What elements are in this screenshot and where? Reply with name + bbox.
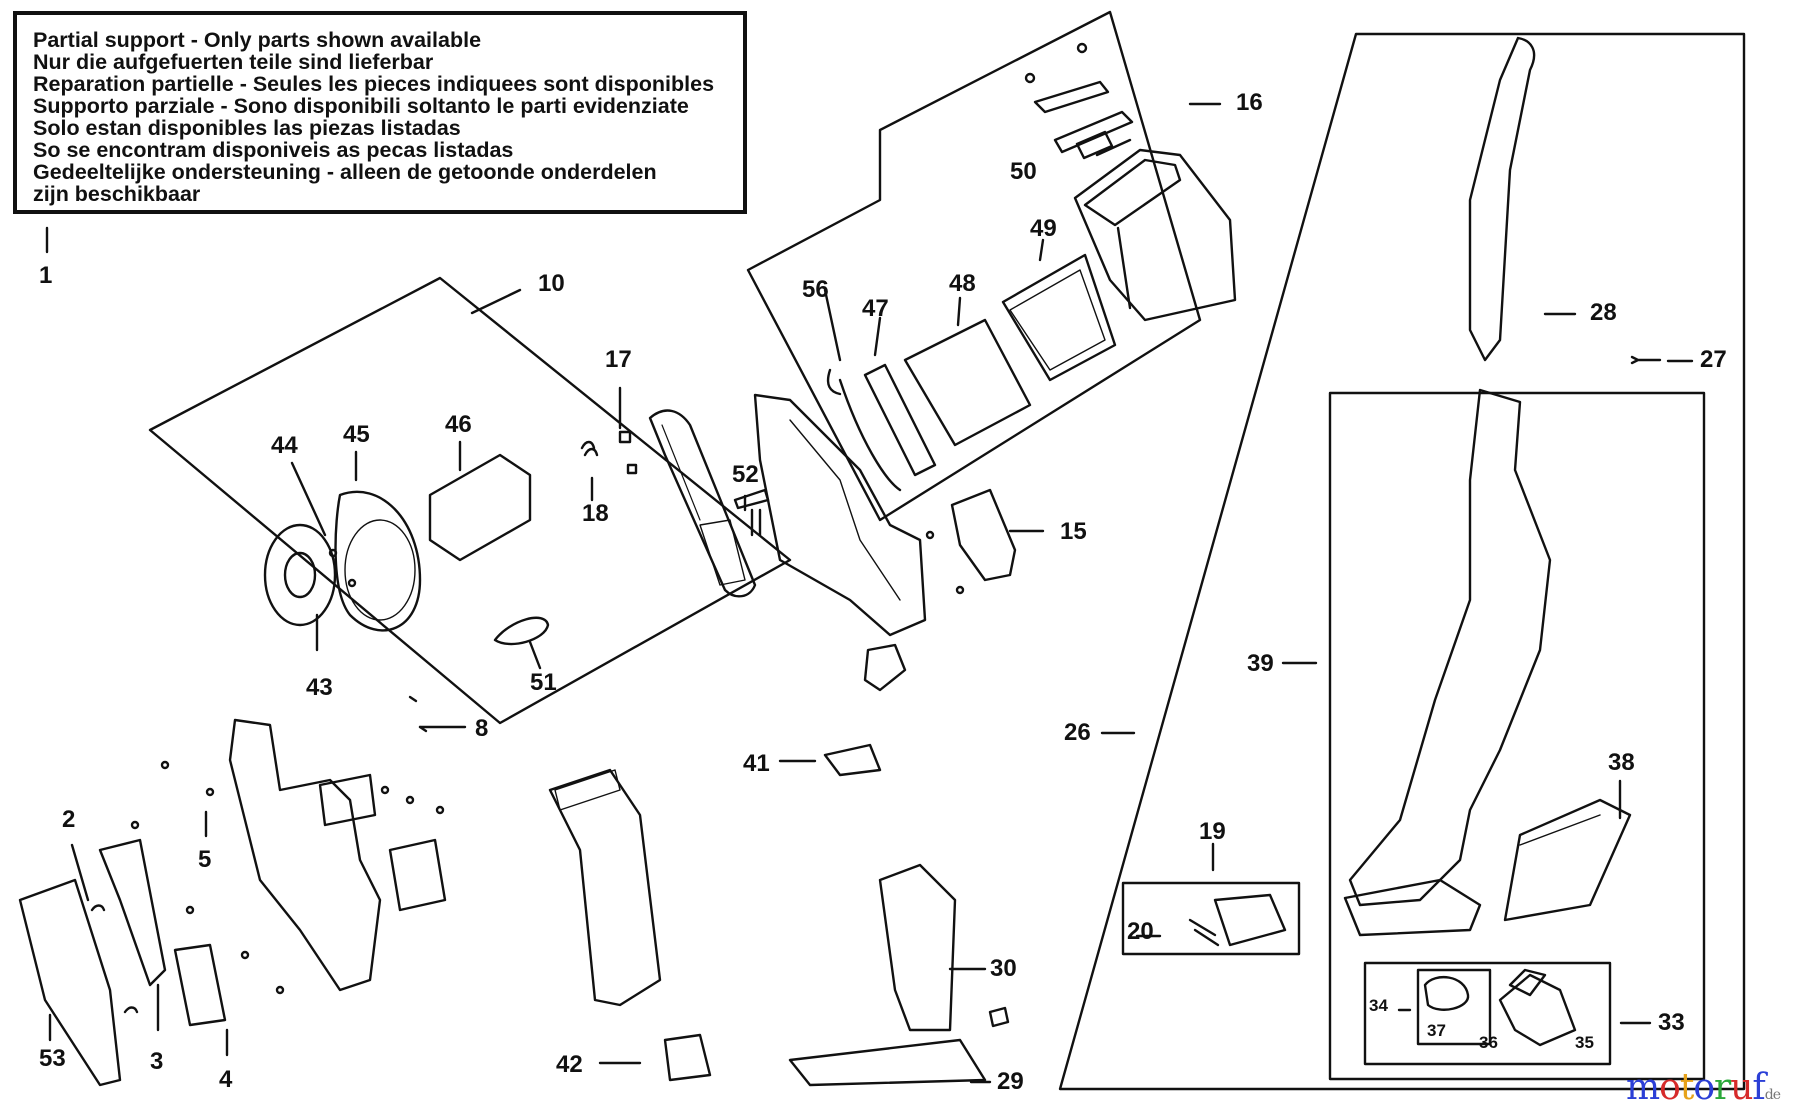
- notice-line: Supporto parziale - Sono disponibili sol…: [33, 94, 689, 118]
- part-label-18: 18: [582, 500, 609, 527]
- watermark-suffix: de: [1764, 1087, 1781, 1103]
- notice-line: Partial support - Only parts shown avail…: [33, 28, 482, 52]
- watermark-letter: m: [1626, 1067, 1660, 1108]
- part-label-19: 19: [1199, 818, 1226, 845]
- part-label-34: 34: [1369, 996, 1388, 1015]
- watermark-letter: u: [1730, 1067, 1753, 1108]
- group-39-frame: [1328, 391, 1706, 1081]
- part-label-45: 45: [343, 421, 370, 448]
- part-label-49: 49: [1030, 215, 1057, 242]
- notice-line: Solo estan disponibles las piezas listad…: [33, 116, 461, 140]
- watermark-letter: t: [1679, 1067, 1695, 1108]
- group-19-frame: [1121, 881, 1301, 956]
- part-label-35: 35: [1575, 1033, 1594, 1052]
- part-label-30: 30: [990, 955, 1017, 982]
- part-label-42: 42: [556, 1051, 583, 1078]
- part-label-46: 46: [445, 411, 472, 438]
- part-label-1: 1: [39, 262, 53, 289]
- watermark-letter: r: [1714, 1067, 1731, 1108]
- part-label-38: 38: [1608, 749, 1635, 776]
- part-label-36: 36: [1479, 1033, 1498, 1052]
- availability-notice: Partial support - Only parts shown avail…: [13, 11, 747, 214]
- part-label-48: 48: [949, 270, 976, 297]
- group-16-frame: [746, 10, 1202, 522]
- watermark-letter: o: [1659, 1067, 1681, 1108]
- part-label-53: 53: [39, 1045, 66, 1072]
- part-label-27: 27: [1700, 346, 1727, 373]
- watermark-letter: o: [1693, 1067, 1715, 1108]
- watermark-logo: motorufde: [1626, 1067, 1781, 1108]
- part-label-41: 41: [743, 750, 770, 777]
- part-label-8: 8: [475, 715, 489, 742]
- group-10-frame: [148, 276, 792, 725]
- part-label-52: 52: [732, 461, 759, 488]
- part-label-4: 4: [219, 1066, 233, 1093]
- notice-line: So se encontram disponiveis as pecas lis…: [33, 138, 514, 162]
- part-label-26: 26: [1064, 719, 1091, 746]
- group-33-frame: [1363, 961, 1612, 1066]
- part-label-29: 29: [997, 1068, 1024, 1095]
- group-26-frame: [1058, 32, 1746, 1091]
- part-label-51: 51: [530, 669, 557, 696]
- part-label-28: 28: [1590, 299, 1617, 326]
- notice-line: Nur die aufgefuerten teile sind lieferba…: [33, 50, 434, 74]
- part-label-2: 2: [62, 806, 76, 833]
- part-label-5: 5: [198, 846, 212, 873]
- notice-line: Gedeeltelijke ondersteuning - alleen de …: [33, 160, 657, 184]
- part-label-20: 20: [1127, 918, 1154, 945]
- part-label-44: 44: [271, 432, 298, 459]
- part-label-56: 56: [802, 276, 829, 303]
- part-label-50: 50: [1010, 158, 1037, 185]
- part-label-47: 47: [862, 295, 889, 322]
- part-label-43: 43: [306, 674, 333, 701]
- part-label-3: 3: [150, 1048, 164, 1075]
- watermark-letter: f: [1752, 1067, 1765, 1108]
- part-label-39: 39: [1247, 650, 1274, 677]
- part-label-16: 16: [1236, 89, 1263, 116]
- part-label-17: 17: [605, 346, 632, 373]
- part-label-33: 33: [1658, 1009, 1685, 1036]
- part-label-10: 10: [538, 270, 565, 297]
- watermark-text: motoruf: [1626, 1067, 1766, 1108]
- notice-line: Reparation partielle - Seules les pieces…: [33, 72, 715, 96]
- part-label-15: 15: [1060, 518, 1087, 545]
- notice-line: zijn beschikbaar: [33, 182, 201, 206]
- group-37-frame: [1416, 968, 1492, 1046]
- part-label-37: 37: [1427, 1021, 1446, 1040]
